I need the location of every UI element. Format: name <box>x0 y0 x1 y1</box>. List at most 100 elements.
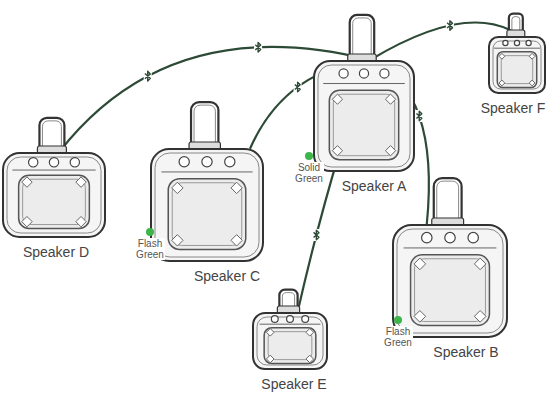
corner-stud <box>306 355 314 363</box>
speaker-label: Speaker F <box>481 100 546 117</box>
control-button <box>380 69 389 78</box>
speaker-body <box>393 225 507 337</box>
corner-stud <box>231 235 242 246</box>
bluetooth-rune <box>447 21 452 31</box>
corner-stud <box>474 258 486 270</box>
speaker-node: Speaker CFlash Green <box>150 148 264 262</box>
speaker-illustration <box>313 60 415 172</box>
corner-stud <box>414 311 426 323</box>
bluetooth-icon <box>144 70 152 82</box>
control-button <box>526 40 531 45</box>
control-button <box>70 158 79 167</box>
corner-stud <box>266 329 274 337</box>
control-button <box>339 69 348 78</box>
icon-patch <box>294 81 302 93</box>
corner-stud <box>385 94 395 104</box>
control-button <box>503 40 508 45</box>
speaker-label: Speaker C <box>194 268 260 285</box>
bluetooth-icon <box>415 110 423 122</box>
speaker-body <box>151 149 263 261</box>
bluetooth-icon <box>294 81 302 93</box>
control-button <box>468 232 478 242</box>
speaker-node: Speaker E <box>252 312 328 370</box>
top-band <box>260 324 321 325</box>
control-button <box>514 40 519 45</box>
speaker-face <box>264 328 316 364</box>
icon-patch <box>415 110 423 122</box>
body-rim <box>257 317 323 365</box>
corner-stud <box>231 182 242 193</box>
status-led <box>305 152 313 160</box>
corner-stud <box>76 177 86 187</box>
status-label: Flash Green <box>135 238 165 260</box>
speaker-node: Speaker F <box>488 36 546 94</box>
corner-stud <box>22 216 32 226</box>
corner-stud <box>529 53 535 59</box>
face-rim <box>268 332 312 360</box>
face-rim <box>501 56 532 84</box>
corner-stud <box>332 146 342 156</box>
speaker-label: Speaker D <box>23 244 89 261</box>
corner-stud <box>529 80 535 86</box>
corner-stud <box>172 235 183 246</box>
control-button <box>445 232 455 242</box>
speaker-body <box>253 313 327 369</box>
speaker-node: Speaker BFlash Green <box>392 224 508 338</box>
corner-stud <box>385 146 395 156</box>
bluetooth-rune <box>295 82 300 92</box>
speaker-node: Speaker ASolid Green <box>313 60 415 172</box>
speaker-label: Speaker A <box>342 178 407 195</box>
corner-stud <box>76 216 86 226</box>
control-button <box>202 157 212 167</box>
control-button <box>29 158 38 167</box>
icon-patch <box>312 229 320 241</box>
corner-stud <box>306 329 314 337</box>
corner-stud <box>499 53 505 59</box>
speaker-label: Speaker E <box>261 376 326 393</box>
icon-patch <box>144 70 152 82</box>
control-button <box>271 316 278 323</box>
icon-patch <box>254 41 262 53</box>
speaker-face <box>19 175 90 228</box>
speaker-body <box>314 61 414 171</box>
speaker-node: Speaker D <box>2 152 106 238</box>
corner-stud <box>474 311 486 323</box>
icon-patch <box>446 19 454 31</box>
body-rim <box>397 229 503 333</box>
body-rim <box>7 157 101 233</box>
face-rim <box>415 259 486 322</box>
corner-stud <box>414 258 426 270</box>
speaker-face <box>497 52 536 88</box>
speaker-body <box>3 153 105 237</box>
bluetooth-icon <box>254 41 262 53</box>
control-button <box>287 316 294 323</box>
control-button <box>225 157 235 167</box>
status-led <box>146 228 154 236</box>
bluetooth-icon <box>446 19 454 31</box>
speaker-face <box>411 255 490 326</box>
face-rim <box>172 183 242 246</box>
top-band <box>12 170 95 171</box>
face-rim <box>23 179 86 224</box>
top-band <box>404 247 497 248</box>
bluetooth-rune <box>314 230 319 240</box>
top-band <box>161 171 252 172</box>
corner-stud <box>499 80 505 86</box>
corner-stud <box>266 355 274 363</box>
control-button <box>359 69 368 78</box>
top-band <box>494 48 540 49</box>
top-band <box>323 83 405 84</box>
bluetooth-rune <box>255 42 260 52</box>
speaker-label: Speaker B <box>433 344 498 361</box>
bluetooth-rune <box>416 111 421 121</box>
corner-stud <box>332 94 342 104</box>
face-rim <box>333 94 394 155</box>
bluetooth-icon <box>312 229 320 241</box>
speaker-illustration <box>2 152 106 238</box>
body-rim <box>155 153 259 257</box>
speaker-face <box>329 90 398 159</box>
body-rim <box>493 41 541 89</box>
speaker-illustration <box>150 148 264 262</box>
control-button <box>49 158 58 167</box>
